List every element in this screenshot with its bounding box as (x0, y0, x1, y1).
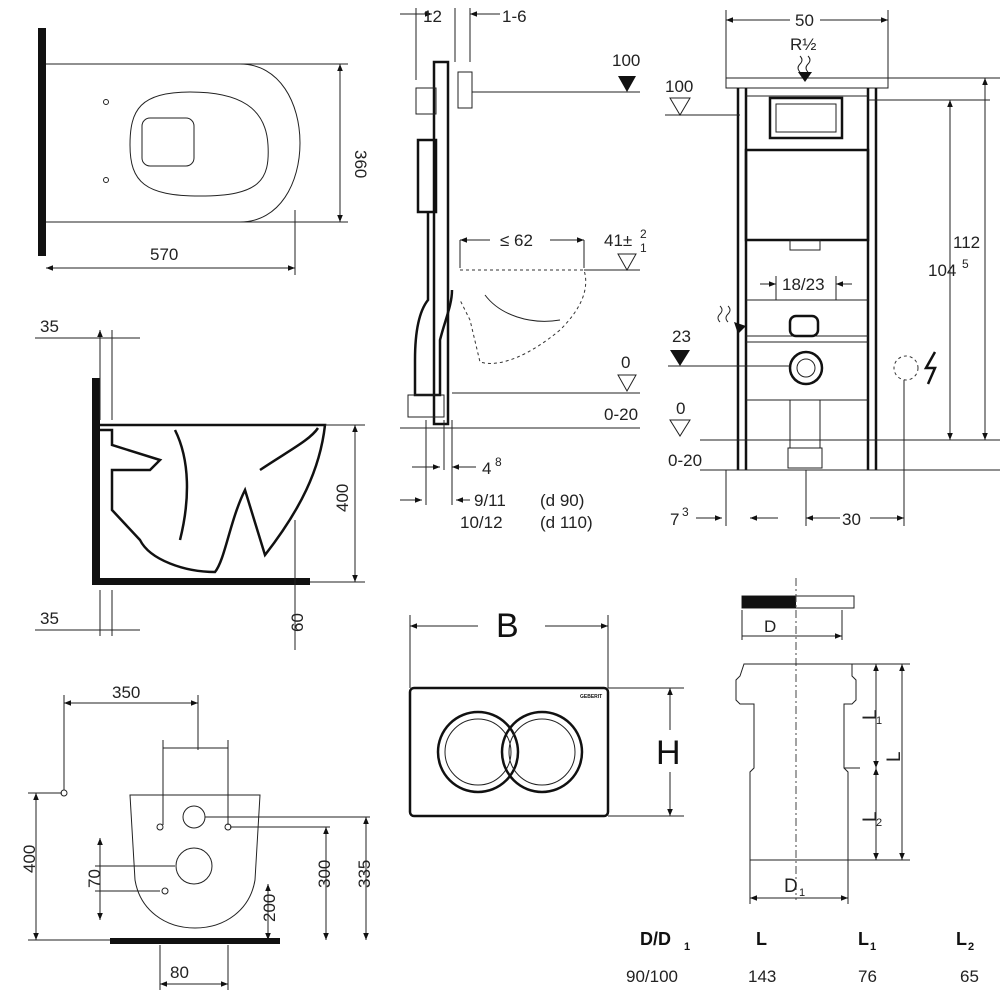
svg-text:1: 1 (799, 887, 805, 899)
dim-70: 70 (85, 869, 104, 888)
level-0-20-side: 0-20 (604, 405, 638, 424)
dim-400-side: 400 (333, 484, 352, 512)
table-cell-l2: 65 (960, 967, 979, 986)
bowl-rim (129, 91, 269, 197)
bowl-back-outline (129, 794, 261, 929)
dim-12: 12 (423, 7, 442, 26)
wall-section (38, 28, 46, 256)
bowl-outline (46, 63, 301, 223)
dim-le62: ≤ 62 (500, 231, 533, 250)
r-half: R½ (790, 35, 816, 54)
level-23: 23 (672, 327, 691, 346)
table-cell-l: 143 (748, 967, 776, 986)
label-B: B (496, 607, 519, 645)
label-D1: D (784, 876, 798, 897)
dim-10-12: 10/12 (460, 513, 503, 532)
dim-335: 335 (355, 860, 374, 888)
svg-text:5: 5 (962, 257, 969, 271)
bowl-section (100, 423, 327, 574)
top-view: 570 360 (38, 28, 370, 275)
dim-400-back: 400 (20, 845, 39, 873)
dim-4-8: 4 (482, 459, 491, 478)
svg-text:1: 1 (870, 941, 876, 953)
svg-text:1: 1 (640, 241, 647, 255)
level-0-20-front: 0-20 (668, 451, 702, 470)
svg-text:2: 2 (876, 817, 882, 829)
svg-text:2: 2 (640, 227, 647, 241)
dim-300: 300 (315, 860, 334, 888)
svg-text:8: 8 (495, 455, 502, 469)
brand-mark: GEBERIT (580, 694, 602, 700)
dim-360: 360 (351, 150, 370, 178)
dim-80: 80 (170, 963, 189, 982)
table-header-l1: L (858, 929, 869, 949)
side-view: 35 35 400 60 (35, 317, 365, 650)
svg-text:(d 110): (d 110) (540, 513, 593, 532)
dim-7-3: 7 (670, 510, 679, 529)
label-D: D (764, 617, 776, 636)
dim-35-bottom: 35 (40, 609, 59, 628)
level-41: 41± (604, 231, 632, 250)
flush-plate: GEBERIT B H (408, 607, 684, 818)
label-L: L (884, 751, 905, 762)
dim-112: 112 (953, 233, 980, 252)
svg-text:3: 3 (682, 505, 689, 519)
svg-text:1: 1 (876, 715, 882, 727)
dim-60: 60 (288, 613, 307, 632)
dim-570: 570 (150, 245, 178, 264)
dim-35-top: 35 (40, 317, 59, 336)
table-header-l: L (756, 929, 767, 949)
dim-9-11: 9/11 (474, 491, 506, 510)
dim-30: 30 (842, 510, 861, 529)
frame-side-view: 12 1-6 100 ≤ 62 41± 2 1 0 0-20 4 8 9/11 … (400, 7, 647, 532)
level-0-front: 0 (676, 399, 685, 418)
level-100-front: 100 (665, 77, 693, 96)
svg-text:2: 2 (968, 941, 974, 953)
dim-350: 350 (112, 683, 140, 702)
pipe-fitting: D L 1 L L 2 D 1 (735, 578, 910, 904)
dim-50: 50 (795, 11, 814, 30)
back-view: 350 400 70 300 335 200 80 (20, 683, 374, 990)
table-header-d: D/D (640, 929, 671, 949)
table-cell-l1: 76 (858, 967, 877, 986)
bowl-opening (141, 117, 195, 167)
dim-104-5: 104 (928, 261, 956, 280)
svg-text:1: 1 (684, 941, 690, 953)
table-cell-d: 90/100 (626, 967, 678, 986)
svg-text:(d 90): (d 90) (540, 491, 584, 510)
dim-1-6: 1-6 (502, 7, 527, 26)
label-H: H (656, 734, 681, 772)
dim-200: 200 (260, 894, 279, 922)
label-L2: L (860, 811, 881, 822)
label-L1: L (860, 709, 881, 720)
level-0-side: 0 (621, 353, 630, 372)
dim-18-23: 18/23 (782, 275, 825, 294)
table-header-l2: L (956, 929, 967, 949)
frame-front-view: 50 R½ 100 112 104 5 18/23 23 0 0-20 7 3 (665, 10, 1000, 529)
dimension-table: D/D 1 L L 1 L 2 90/100 143 76 65 (626, 929, 979, 986)
level-100-side: 100 (612, 51, 640, 70)
